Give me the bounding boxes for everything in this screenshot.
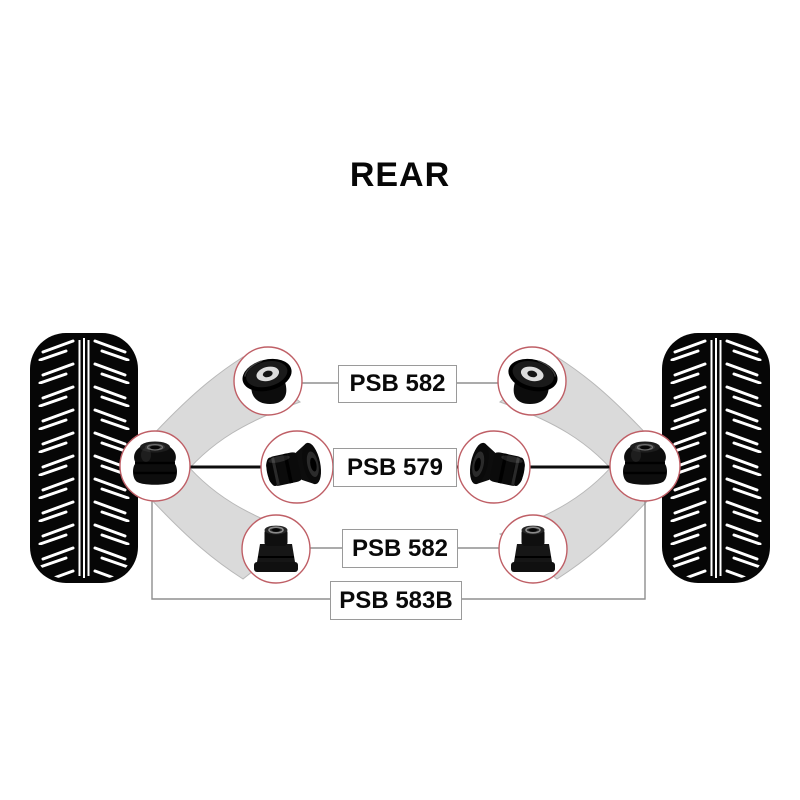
part-label-axle: PSB 583B [330,581,462,620]
left-tire-illustration [30,333,138,583]
callout-lines [151,382,646,600]
axle-label-right-line [460,495,646,600]
part-label-anti-roll-bar: PSB 579 [333,448,457,487]
right-tire-center-grooves [710,338,722,578]
axle-label-left-line [151,495,330,600]
right-tire-illustration [662,333,770,583]
page-title: REAR [349,156,451,194]
tire-side-left-bushing-icon [131,440,179,486]
part-label-lower-arm: PSB 582 [342,529,458,568]
tire-side-right-bushing-icon [621,440,669,486]
part-label-upper-arm: PSB 582 [338,365,457,403]
left-tire-center-grooves [78,338,90,578]
